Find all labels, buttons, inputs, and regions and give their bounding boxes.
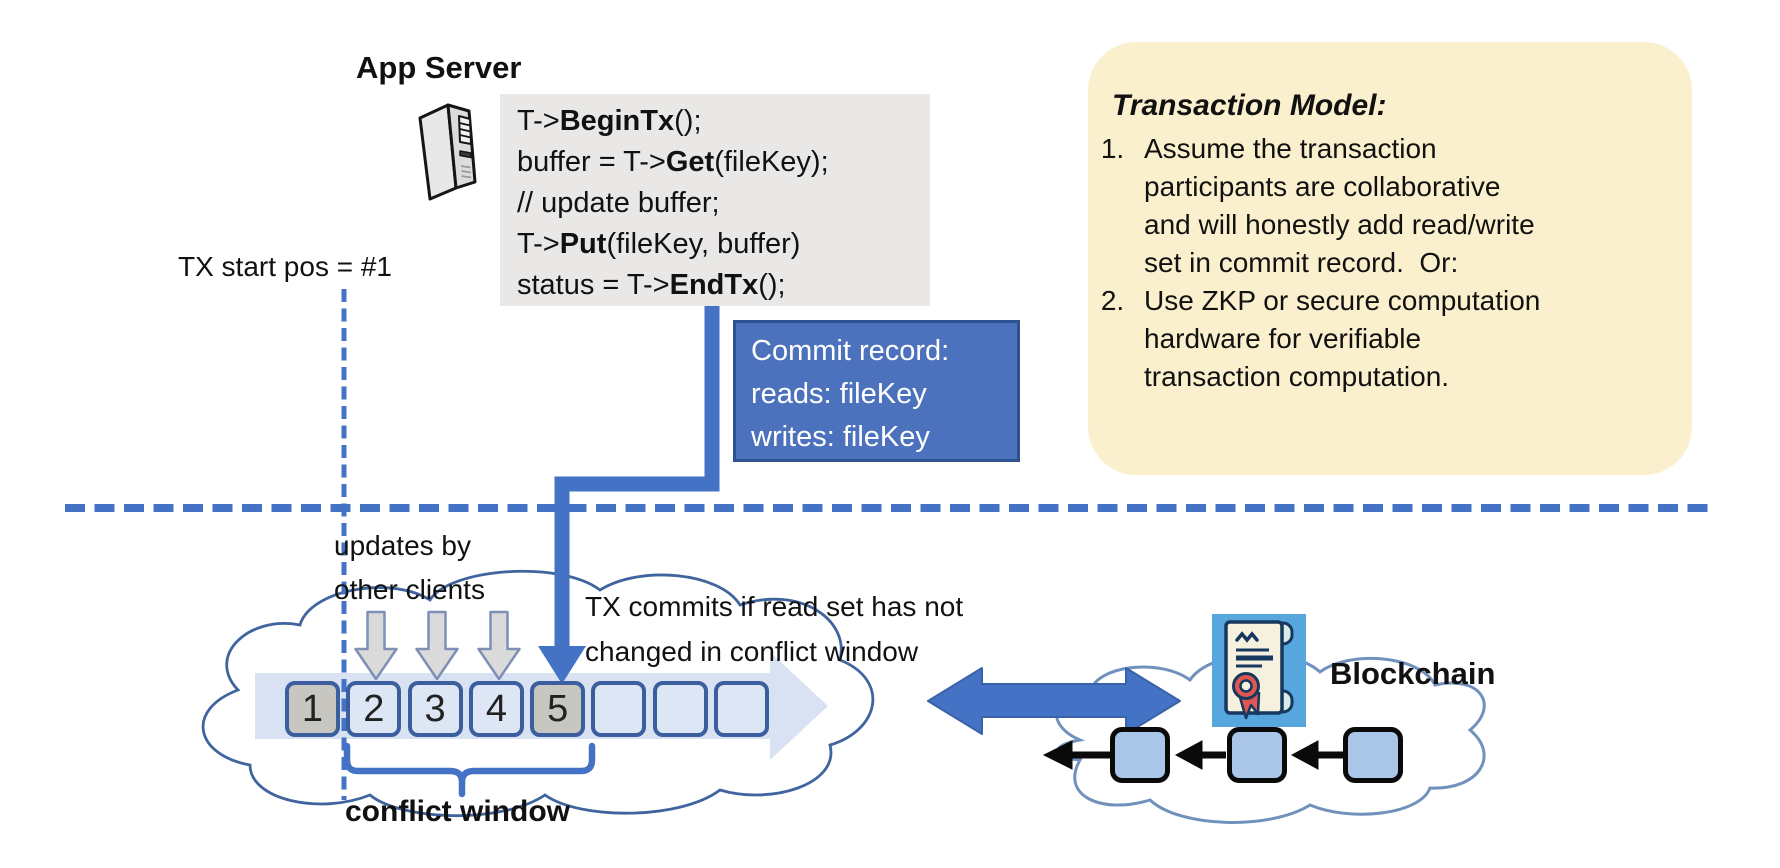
code-line: T->Put(fileKey, buffer) [517, 228, 801, 260]
code-line: // update buffer; [517, 187, 720, 219]
timeline-box [714, 681, 770, 737]
update-arrow-icon [354, 610, 398, 681]
update-arrows [354, 610, 521, 681]
timeline-box: 3 [407, 681, 463, 737]
transaction-model-note: Transaction Model: Assume the transactio… [1088, 42, 1692, 475]
timeline-box: 2 [346, 681, 402, 737]
transaction-model-title: Transaction Model: [1112, 89, 1387, 122]
sync-double-arrow [927, 667, 1181, 735]
blockchain-block [1343, 727, 1403, 783]
app-server-title: App Server [356, 50, 522, 85]
tx-start-label: TX start pos = #1 [178, 251, 392, 282]
chain-arrowhead [1174, 740, 1203, 770]
commit-record-reads: reads: fileKey [751, 378, 927, 410]
code-line: T->BeginTx(); [517, 105, 702, 137]
transaction-model-item: Assume the transaction participants are … [1132, 130, 1692, 282]
tx-commits-note: TX commits if read set has not changed i… [585, 591, 964, 667]
transaction-code-block: T->BeginTx(); buffer = T->Get(fileKey); //… [500, 94, 930, 306]
transaction-model-item: Use ZKP or secure computation hardware f… [1132, 282, 1692, 396]
timeline-box [591, 681, 647, 737]
code-lines: T->BeginTx(); buffer = T->Get(fileKey); //… [517, 101, 930, 306]
commit-record-writes: writes: fileKey [751, 421, 930, 453]
conflict-window-label: conflict window [345, 795, 570, 828]
blockchain-label: Blockchain [1330, 656, 1496, 691]
server-icon [418, 103, 477, 201]
blockchain-block [1226, 727, 1287, 783]
chain-arrowhead [1042, 740, 1073, 770]
code-line: buffer = T->Get(fileKey); [517, 146, 829, 178]
certificate-icon [1212, 614, 1306, 727]
timeline-box: 4 [468, 681, 524, 737]
updates-by-other-clients-label: updates by other clients [334, 530, 485, 605]
timeline-box [652, 681, 708, 737]
timeline-box: 5 [530, 681, 586, 737]
timeline-box: 1 [285, 681, 340, 737]
chain-link-arrows [1042, 740, 1343, 770]
chain-arrowhead [1290, 740, 1319, 770]
code-line: status = T->EndTx(); [517, 269, 786, 301]
update-arrow-icon [415, 610, 459, 681]
update-arrow-icon [477, 610, 521, 681]
commit-record-title: Commit record: [751, 335, 950, 367]
commit-flow-connector [538, 306, 720, 684]
commit-record-box: Commit record: reads: fileKey writes: fi… [733, 320, 1020, 462]
blockchain-block [1110, 727, 1170, 783]
blockchain-blocks [1110, 727, 1403, 783]
conflict-window-brace [343, 742, 596, 798]
transaction-model-list: Assume the transaction participants are … [1088, 130, 1692, 396]
commit-flow-arrowhead [538, 646, 586, 684]
